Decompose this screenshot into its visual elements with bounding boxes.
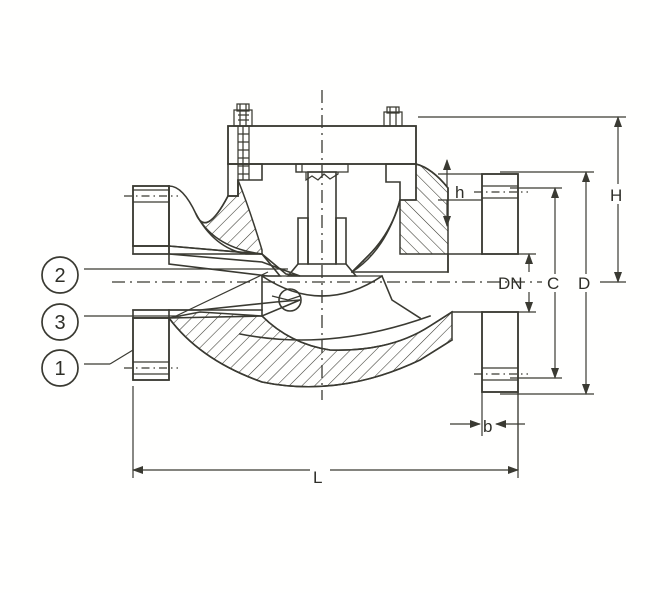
- bolt-right: [383, 106, 403, 127]
- right-flange: [447, 173, 528, 393]
- dim-H: H: [418, 116, 626, 283]
- seat-rib-right: [380, 274, 422, 320]
- dim-C: C: [510, 187, 562, 379]
- callout-2[interactable]: 2: [41, 256, 79, 294]
- callout-3-label: 3: [54, 312, 65, 334]
- dim-label-H: H: [610, 186, 622, 205]
- flow-line-lower: [239, 314, 432, 341]
- stem-collar-right: [335, 217, 347, 265]
- valve-body: [167, 163, 483, 388]
- callout-1[interactable]: 1: [41, 349, 79, 387]
- callout-2-label: 2: [54, 265, 65, 287]
- bonnet-right-step: [385, 163, 417, 201]
- inlet-lower-wall: [132, 299, 301, 319]
- dim-label-h: h: [455, 183, 464, 202]
- dim-h: h: [438, 159, 482, 227]
- callout-2-circle[interactable]: [41, 256, 79, 294]
- dim-label-b: b: [483, 417, 492, 436]
- bolt-left: [233, 103, 253, 180]
- hinge-pin: [278, 288, 302, 312]
- dim-label-DN: DN: [498, 274, 523, 293]
- body-upper-right-inner: [350, 199, 401, 274]
- callout-1-circle[interactable]: [41, 349, 79, 387]
- callout-leaders: [84, 268, 288, 365]
- body-upper-right-wall: [351, 163, 449, 273]
- left-flange-lower: [132, 317, 170, 381]
- leader-1b: [109, 349, 134, 365]
- stem-collar-left: [297, 217, 309, 265]
- callout-3[interactable]: 3: [41, 303, 79, 341]
- dim-DN: DN: [498, 253, 536, 313]
- dim-D: D: [500, 171, 594, 395]
- disc-seat-assembly: [260, 274, 384, 301]
- dim-label-D: D: [578, 274, 590, 293]
- packing-seat: [295, 163, 349, 173]
- body-lower-wall: [167, 310, 453, 388]
- callout-3-circle[interactable]: [41, 303, 79, 341]
- dim-label-C: C: [547, 274, 559, 293]
- leader-3b: [175, 271, 269, 317]
- disc-lower-profile: [260, 274, 384, 297]
- body-bonnet-joint-left: [227, 179, 239, 197]
- gland-recess: [295, 164, 303, 173]
- left-flange: [124, 185, 301, 381]
- body-upper-left-wall: [195, 179, 263, 255]
- inlet-upper-wall: [132, 245, 301, 277]
- dim-L: L: [132, 386, 519, 487]
- bonnet-left-step: [227, 163, 263, 197]
- disc-detail: [271, 295, 301, 301]
- dim-b: b: [450, 392, 525, 470]
- callout-1-label: 1: [54, 358, 65, 380]
- dim-label-L: L: [313, 468, 322, 487]
- left-flange-upper: [132, 185, 170, 247]
